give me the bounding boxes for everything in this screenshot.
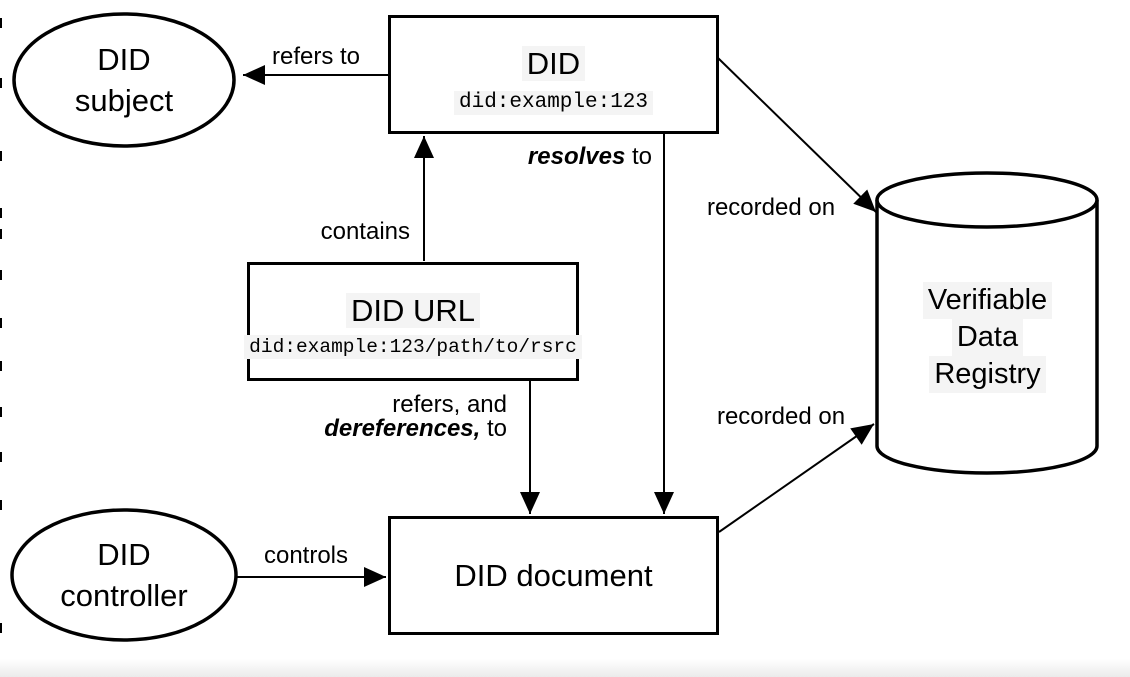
did-node-example-value: did:example:123: [453, 90, 654, 115]
edge-artifact-mark: [0, 78, 2, 88]
registry-label: Verifiable Data Registry: [877, 212, 1098, 462]
did-subject-label-line1: DID: [97, 42, 151, 77]
did-controller-ellipse: [10, 508, 238, 642]
edge-artifact-mark: [0, 208, 2, 218]
did-url-node-title-text: DID URL: [345, 293, 480, 328]
did-url-node: DID URL did:example:123/path/to/rsrc: [244, 262, 582, 381]
edge-artifact-mark: [0, 229, 2, 239]
did-node-title-text: DID: [521, 45, 586, 81]
did-document-node: DID document: [388, 516, 719, 635]
did-node-title: DID: [521, 45, 586, 81]
registry-cylinder-top: [875, 171, 1099, 229]
refers-dereferences-line1: refers, and: [392, 391, 507, 418]
contains-edge-label: contains: [320, 218, 410, 245]
edge-artifact-mark: [0, 407, 2, 417]
recorded-on-bottom-arrow: [718, 423, 875, 533]
edge-artifact-mark: [0, 361, 2, 371]
did-controller-label-line1: DID: [97, 537, 151, 572]
did-url-node-title: DID URL: [345, 293, 480, 328]
edge-artifact-mark: [0, 270, 2, 280]
dereferences-emphasis: dereferences,: [324, 415, 481, 442]
registry-label-line1: Verifiable: [922, 281, 1053, 319]
recorded-on-top-edge-label: recorded on: [706, 194, 836, 221]
edge-artifact-mark: [0, 623, 2, 633]
resolves-to-emphasis: resolves: [527, 143, 626, 170]
refers-dereferences-line2: dereferences, to: [324, 417, 507, 441]
edge-artifact-mark: [0, 500, 2, 510]
bottom-edge-bar: [0, 659, 1130, 677]
resolves-to-rest: to: [625, 143, 652, 170]
controls-edge-label: controls: [263, 542, 349, 569]
edge-artifact-mark: [0, 452, 2, 462]
recorded-on-top-arrow: [717, 57, 877, 213]
refers-to-edge-label: refers to: [271, 43, 361, 70]
did-url-node-example-value: did:example:123/path/to/rsrc: [244, 335, 582, 359]
did-node: DID did:example:123: [388, 15, 719, 134]
recorded-on-bottom-edge-label: recorded on: [716, 403, 846, 430]
edge-artifact-mark: [0, 18, 2, 28]
did-subject-label-line2: subject: [74, 83, 174, 118]
registry-label-line2: Data: [951, 318, 1024, 356]
did-controller-label: DID controller: [12, 510, 236, 640]
edge-artifact-mark: [0, 318, 2, 328]
resolves-to-edge-label: resolves to: [528, 144, 652, 169]
registry-label-line3: Registry: [929, 355, 1046, 393]
did-subject-ellipse: [12, 12, 236, 148]
did-controller-label-line2: controller: [60, 578, 188, 613]
did-document-node-title: DID document: [454, 557, 653, 593]
refers-dereferences-edge-label: refers, and dereferences, to: [324, 393, 507, 441]
dereferences-rest: to: [480, 415, 507, 442]
did-subject-label: DID subject: [14, 14, 234, 146]
edge-artifact-mark: [0, 151, 2, 161]
